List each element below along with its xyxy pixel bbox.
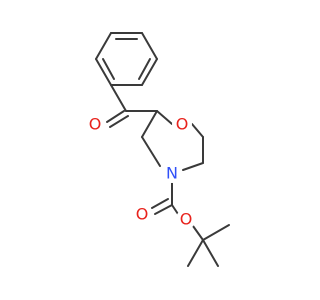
- bond-c3-c2: [141, 110, 158, 138]
- molecule-structure: O O N O O: [85, 32, 230, 267]
- bond-c5-n: [182, 162, 204, 171]
- bond-c2-o1: [156, 110, 173, 125]
- atom-label-o2: O: [89, 115, 102, 134]
- atom-o1: O: [172, 114, 192, 134]
- atom-o2: O: [85, 114, 105, 134]
- atom-o4: O: [176, 209, 196, 229]
- bond-ring-4: [141, 58, 158, 86]
- atom-o3: O: [132, 204, 152, 224]
- bond-ring-1: [95, 32, 112, 60]
- atom-label-o3: O: [136, 205, 149, 224]
- bond-ketone-double-b: [109, 115, 129, 128]
- bond-tert-me-3: [187, 239, 204, 267]
- bond-tert-me-2: [202, 224, 230, 241]
- bond-ketone-double-a: [106, 110, 125, 123]
- bond-n-c3: [141, 136, 161, 167]
- bond-o1-c6: [191, 123, 204, 138]
- atom-label-o4: O: [180, 210, 193, 229]
- bond-ring-3: [141, 32, 158, 60]
- bond-phenyl-carbonyl: [110, 84, 127, 112]
- atom-label-n1: N: [166, 164, 178, 183]
- bond-ring-double-3: [102, 58, 115, 80]
- atom-n1: N: [162, 163, 182, 183]
- bond-o-tert: [192, 225, 204, 241]
- bond-carbamate-double-b: [151, 198, 169, 209]
- bond-ring-6: [95, 58, 112, 86]
- bond-carbamate-o: [171, 204, 179, 215]
- bond-tert-me-1: [202, 239, 219, 267]
- atom-label-o1: O: [176, 115, 189, 134]
- bond-carbamate-double-a: [154, 204, 173, 215]
- bonds: [95, 32, 230, 267]
- atom-labels: O O N O O: [85, 114, 196, 229]
- bond-ring-double-2: [138, 58, 151, 80]
